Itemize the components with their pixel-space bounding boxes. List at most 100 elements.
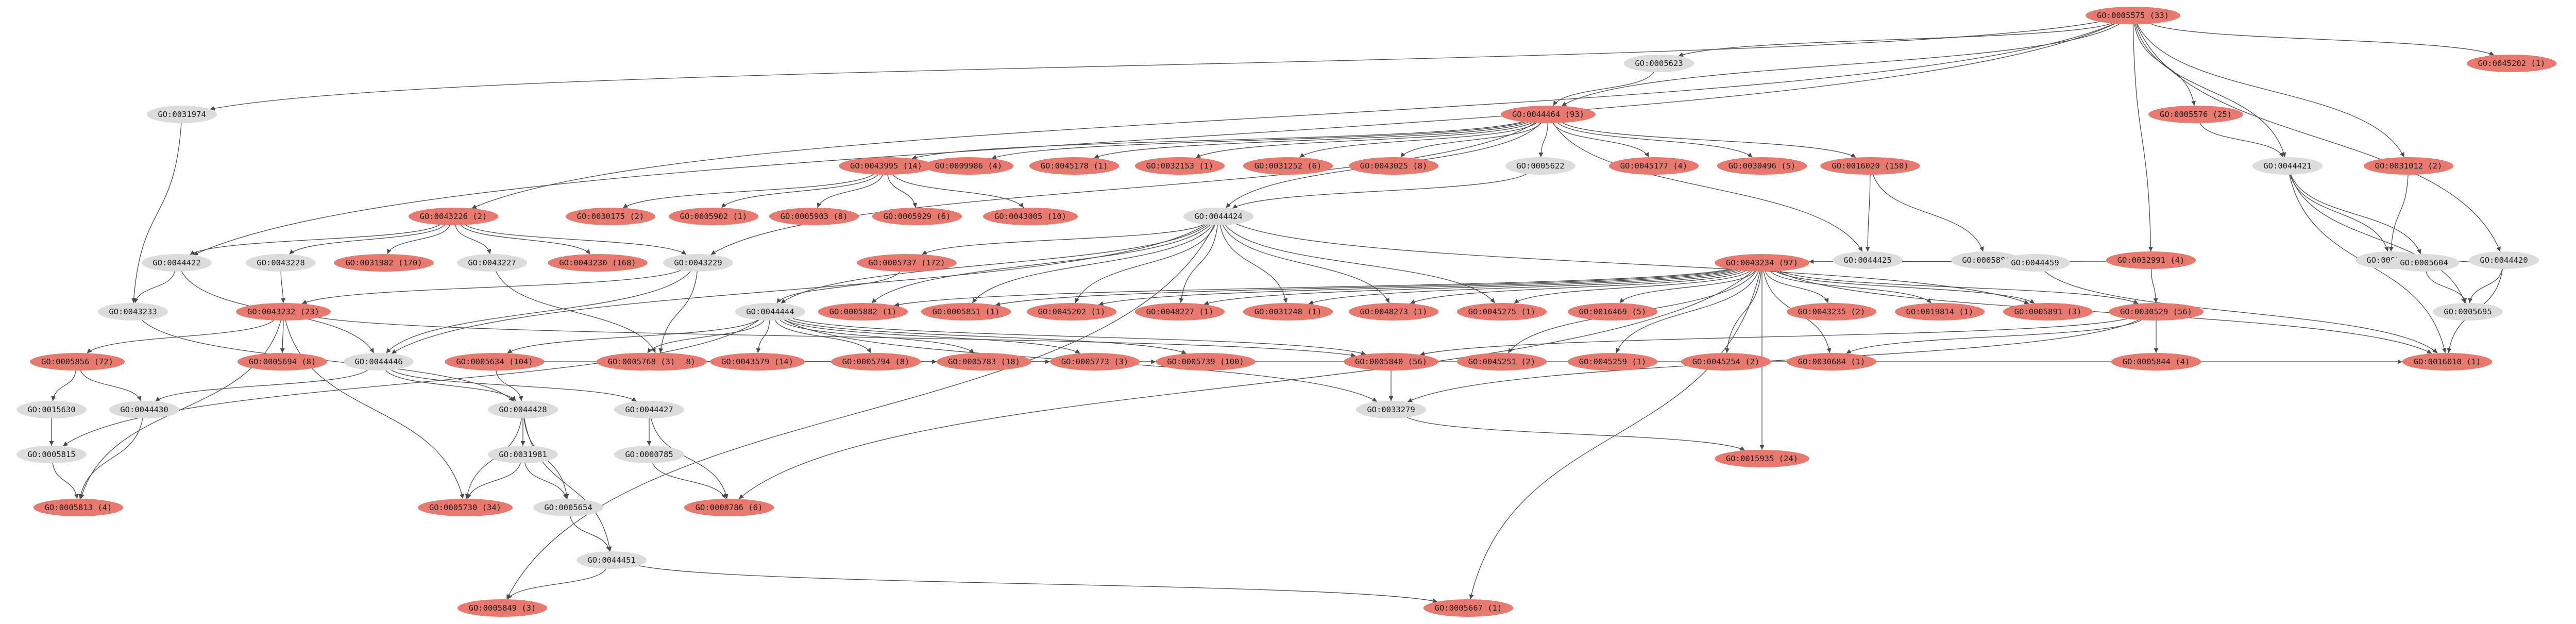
go-term-label: GO:0000785 [625,450,673,459]
edge-arrow [912,122,1522,158]
go-term-node: GO:0005882 (1) [818,303,908,321]
edge-arrow [2136,24,2285,157]
go-term-label: GO:0005667 (1) [1435,603,1502,613]
go-term-label: GO:0031982 (170) [345,258,422,267]
edge-arrow [282,321,283,353]
go-term-label: GO:0045275 (1) [1468,307,1536,316]
edge-arrow [775,321,871,353]
edge-arrow [1553,72,1654,106]
go-term-node: GO:0043232 (23) [236,303,331,321]
edge-arrow [653,463,725,499]
go-term-node: GO:0005794 (8) [831,353,921,370]
go-term-label: GO:0044430 [120,405,168,414]
go-term-label: GO:0044428 [499,405,547,414]
go-term-label: GO:0005576 (25) [2160,110,2232,119]
go-term-label: GO:0043227 [468,258,516,267]
edge-arrow [81,370,141,401]
go-term-label: GO:0045259 (1) [1579,357,1647,366]
go-term-node: GO:0032991 (4) [2106,251,2196,269]
go-term-label: GO:0005634 (104) [456,357,533,366]
go-term-label: GO:0005773 (3) [1061,357,1129,366]
go-term-node: GO:0005575 (33) [2086,7,2180,24]
go-term-label: GO:0031252 (6) [1255,161,1322,171]
go-term-node: GO:0016469 (5) [1568,303,1657,321]
edge-arrow [387,225,450,254]
go-term-label: GO:0044420 [2480,256,2528,265]
go-term-node: GO:0030684 (1) [1787,353,1876,370]
go-term-node: GO:0005773 (3) [1050,353,1140,370]
go-term-node: GO:0000786 (6) [684,499,774,516]
go-term-node: GO:0032153 (1) [1135,157,1225,175]
go-term-label: GO:0005844 (4) [2123,357,2190,366]
edge-arrow [135,272,175,303]
go-term-node: GO:0005849 (3) [457,599,547,617]
go-term-label: GO:0005783 (18) [948,357,1020,366]
edge-arrow [1407,417,1745,450]
edge-arrow [1563,123,1856,158]
edge-arrow [53,370,76,401]
go-term-label: GO:0044424 [1194,212,1242,221]
go-term-label: GO:0043995 (14) [850,161,922,171]
go-term-node: GO:0031248 (1) [1243,303,1333,321]
go-term-node: GO:0043229 [663,254,733,272]
go-term-label: GO:0048273 (1) [1360,307,1428,316]
go-term-node: GO:0044420 [2469,251,2539,269]
edge-arrow [156,370,368,401]
edge-arrow [1679,23,2112,56]
go-term-node: GO:0045251 (2) [1457,353,1547,370]
go-term-node: GO:0045177 (4) [1609,157,1699,175]
go-term-label: GO:0005730 (34) [429,503,501,512]
go-term-label: GO:0032153 (1) [1146,161,1214,171]
go-term-label: GO:0030529 (56) [2120,307,2192,316]
go-term-node: GO:0043228 [246,254,316,272]
edge-arrow [386,272,691,353]
go-term-label: GO:0031012 (2) [2375,161,2443,171]
go-term-node: GO:0005891 (3) [2003,303,2093,321]
go-term-label: GO:0031248 (1) [1255,307,1322,316]
edge-arrow [506,225,1214,599]
go-term-node: GO:0005844 (4) [2111,353,2201,370]
go-term-label: GO:0044444 [746,307,794,316]
go-term-node: GO:0019814 (1) [1895,303,1985,321]
go-term-node: GO:0005623 [1624,55,1694,72]
go-term-node: GO:0005694 (8) [238,353,327,370]
go-term-node: GO:0044425 [1833,251,1903,269]
edge-arrow [455,225,490,254]
edge-arrow [1223,225,1389,303]
go-term-node: GO:0005695 [2433,303,2503,321]
go-term-label: GO:0044459 [2011,258,2059,267]
edge-arrow [888,175,916,208]
go-term-node: GO:0043230 (168) [548,254,648,272]
go-term-label: GO:0005813 (4) [45,503,112,512]
go-term-label: GO:0005623 [1635,59,1683,68]
go-term-node: GO:0043995 (14) [839,157,934,175]
edge-arrow [788,319,1187,354]
edge-arrow [133,123,181,303]
go-term-node: GO:0045259 (1) [1568,353,1657,370]
go-term-node: GO:0048227 (1) [1135,303,1225,321]
go-term-label: GO:0043233 [109,307,157,316]
go-term-label: GO:0043230 (168) [559,258,636,267]
go-term-node: GO:0005622 [1505,157,1575,175]
go-term-node: GO:0048273 (1) [1349,303,1438,321]
go-term-node: GO:0005813 (4) [33,499,123,516]
go-term-node: GO:0031974 [147,106,217,123]
edge-arrow [525,463,566,499]
go-term-node: GO:0043235 (2) [1787,303,1876,321]
go-term-label: GO:0005929 (6) [884,212,951,221]
edge-arrow [2391,175,2408,251]
go-term-label: GO:0045202 (1) [1038,307,1106,316]
edge-arrow [53,463,77,499]
go-term-node: GO:0043025 (8) [1349,157,1438,175]
go-term-node: GO:0043226 (2) [409,208,498,225]
go-term-label: GO:0005794 (8) [842,357,910,366]
edge-arrow [758,321,770,353]
go-term-label: GO:0030684 (1) [1798,357,1866,366]
go-term-node: GO:0005730 (34) [418,499,513,516]
edge-arrow [1775,271,2035,303]
go-term-label: GO:0005737 (172) [868,258,945,267]
edge-arrow [524,418,611,551]
edge-arrow [639,566,1437,602]
go-term-label: GO:0005575 (33) [2097,11,2169,20]
go-term-label: GO:0031974 [158,110,206,119]
